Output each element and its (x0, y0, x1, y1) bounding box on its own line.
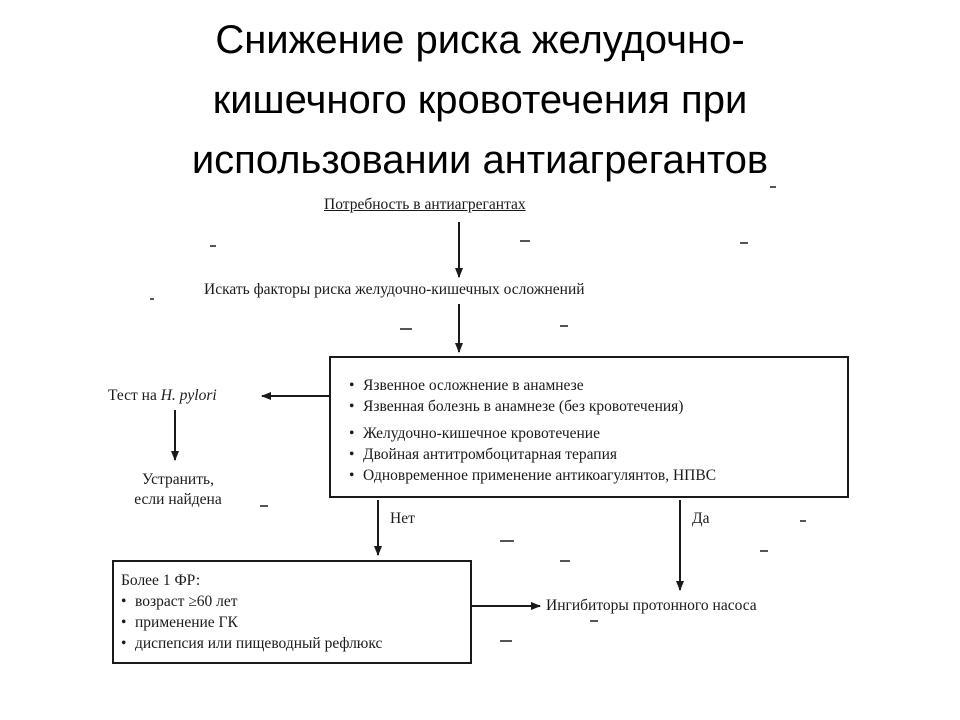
ppi-label: Ингибиторы протонного насоса (546, 597, 757, 614)
scan-noise (560, 325, 568, 327)
hp-test-node: Тест на H. pylori (108, 386, 217, 406)
start-node: Потребность в антиагрегантах (324, 195, 526, 215)
secondary-risk-heading: Более 1 ФР: (121, 572, 201, 589)
eradicate-line-1: Устранить, (142, 471, 214, 488)
eradicate-node: Устранить, если найдена (108, 470, 248, 510)
risk-factor-item: •Язвенная болезнь в анамнезе (без кровот… (349, 398, 684, 415)
scan-noise (260, 505, 268, 507)
secondary-risk-box: Более 1 ФР: •возраст ≥60 лет •применение… (112, 560, 472, 664)
scan-noise (590, 620, 598, 622)
slide-title-line-3: использовании антиагрегантов (191, 138, 769, 182)
search-risk-factors-label: Искать факторы риска желудочно-кишечных … (204, 281, 585, 298)
secondary-risk-item: •применение ГК (121, 614, 238, 631)
scan-noise (740, 242, 748, 244)
search-risk-factors-node: Искать факторы риска желудочно-кишечных … (204, 280, 585, 300)
scan-noise (770, 186, 776, 188)
risk-factor-item: •Двойная антитромбоцитарная терапия (349, 446, 618, 463)
ppi-node: Ингибиторы протонного насоса (546, 596, 757, 616)
risk-factor-item: •Одновременное применение антикоагулянто… (349, 467, 717, 484)
secondary-risk-item: •диспепсия или пищеводный рефлюкс (121, 635, 383, 652)
no-branch-label: Нет (390, 510, 415, 527)
scan-noise (500, 540, 514, 542)
risk-factor-item: •Язвенное осложнение в анамнезе (349, 377, 584, 394)
scan-noise (760, 550, 768, 552)
hp-test-prefix: Тест на (108, 387, 157, 404)
scan-noise (150, 298, 154, 300)
slide-title: Снижение риска желудочно- кишечного кров… (0, 10, 960, 190)
slide-title-line-2: кишечного кровотечения при (212, 78, 748, 122)
eradicate-line-2: если найдена (134, 491, 222, 508)
slide-title-line-1: Снижение риска желудочно- (215, 18, 745, 62)
yes-branch-label: Да (692, 510, 710, 527)
scan-noise (560, 560, 570, 562)
scan-noise (400, 328, 412, 330)
scan-noise (800, 520, 806, 522)
scan-noise (210, 245, 216, 247)
secondary-risk-item: •возраст ≥60 лет (121, 593, 238, 610)
start-node-label: Потребность в антиагрегантах (324, 196, 526, 213)
risk-factor-item: •Желудочно-кишечное кровотечение (349, 425, 600, 442)
scan-noise (500, 640, 512, 642)
hp-test-organism: H. pylori (160, 387, 217, 404)
risk-factors-box: •Язвенное осложнение в анамнезе •Язвенна… (329, 356, 849, 498)
scan-noise (520, 240, 530, 242)
